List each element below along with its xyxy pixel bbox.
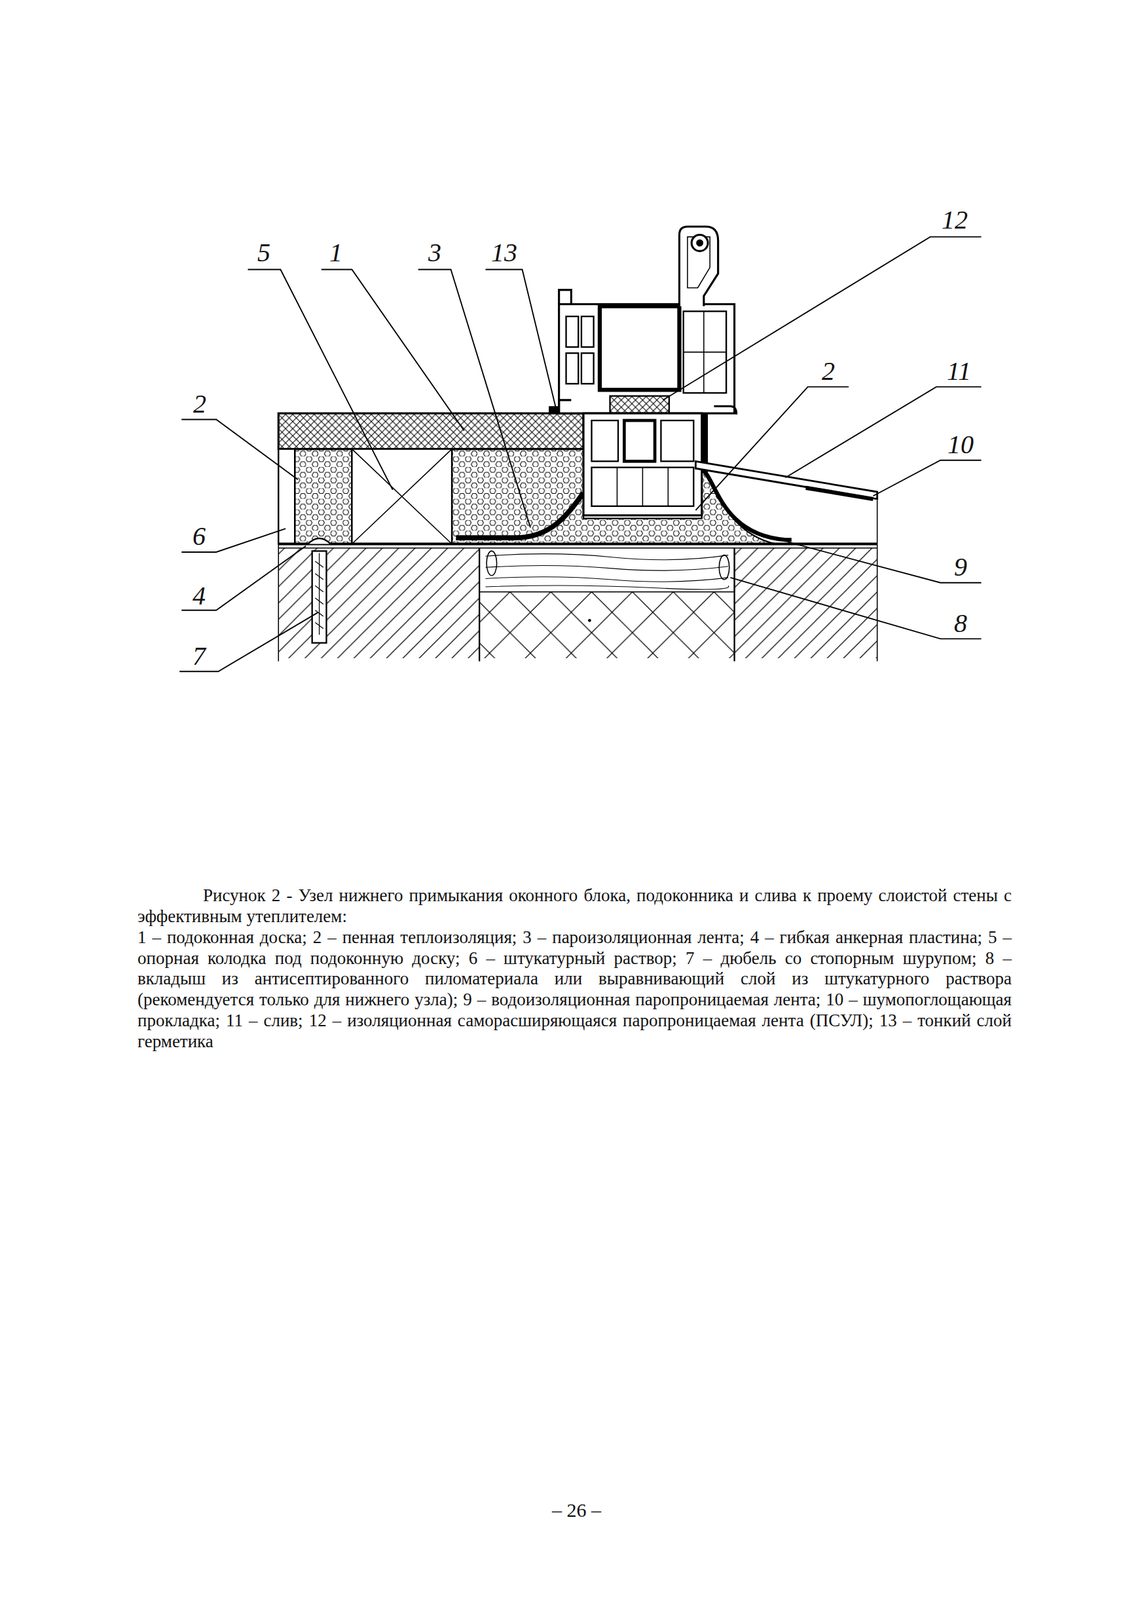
figure-caption: Рисунок 2 - Узел нижнего примыкания окон… [137, 885, 1012, 928]
callout-number: 5 [257, 239, 271, 266]
callout-number: 9 [954, 553, 968, 581]
callout-number: 1 [329, 239, 343, 266]
callout-number: 12 [941, 206, 968, 234]
callout-number: 7 [192, 643, 206, 670]
callout-number: 8 [954, 610, 968, 637]
callout-number: 11 [946, 358, 972, 385]
page-number: – 26 – [551, 1498, 602, 1522]
caption-block: Рисунок 2 - Узел нижнего примыкания окон… [137, 885, 1012, 1053]
caption-key: 1 – подоконная доска; 2 – пенная теплоиз… [137, 927, 1012, 1053]
callout-number: 13 [491, 239, 518, 266]
callout-number: 2 [193, 390, 207, 418]
callout-number: 4 [192, 582, 206, 609]
callout-number: 6 [192, 523, 206, 550]
callout-number: 3 [428, 239, 442, 266]
callout-number: 2 [821, 358, 835, 385]
callout-number: 10 [947, 431, 974, 458]
